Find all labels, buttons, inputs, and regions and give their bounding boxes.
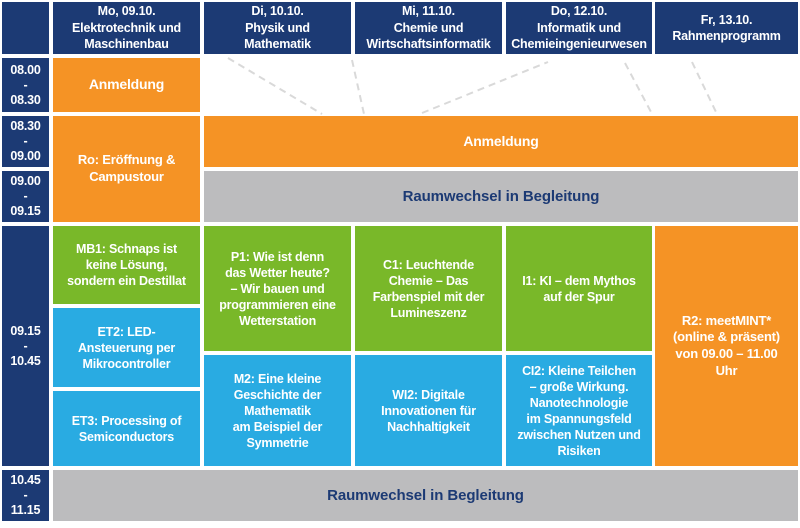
event-anmeldung-week: Anmeldung	[204, 116, 798, 167]
workshop-wi2: WI2: Digitale Innovationen für Nachhalti…	[355, 355, 502, 466]
event-ro-eroeffnung-campustour: Ro: Eröffnung & Campustour	[53, 116, 200, 222]
time-slot-0915-1045: 09.15 - 10.45	[2, 226, 49, 466]
workshop-m2: M2: Eine kleine Geschichte der Mathemati…	[204, 355, 351, 466]
day-header-mi: Mi, 11.10. Chemie und Wirtschaftsinforma…	[355, 2, 502, 54]
event-raumwechsel-early: Raumwechsel in Begleitung	[204, 171, 798, 222]
workshop-c1: C1: Leuchtende Chemie – Das Farbenspiel …	[355, 226, 502, 351]
time-slot-0800-0830: 08.00 - 08.30	[2, 58, 49, 112]
time-slot-0830-0900: 08.30 - 09.00	[2, 116, 49, 167]
workshop-i1: I1: KI – dem Mythos auf der Spur	[506, 226, 652, 351]
workshop-et2: ET2: LED- Ansteuerung per Mikrocontrolle…	[53, 308, 200, 387]
day-header-fr: Fr, 13.10. Rahmenprogramm	[655, 2, 798, 54]
day-header-do: Do, 12.10. Informatik und Chemieingenieu…	[506, 2, 652, 54]
time-slot-0900-0915: 09.00 - 09.15	[2, 171, 49, 222]
day-header-mo: Mo, 09.10. Elektrotechnik und Maschinenb…	[53, 2, 200, 54]
time-slot-1045-1115: 10.45 - 11.15	[2, 470, 49, 521]
workshop-mb1: MB1: Schnaps ist keine Lösung, sondern e…	[53, 226, 200, 304]
event-raumwechsel-late: Raumwechsel in Begleitung	[53, 470, 798, 521]
workshop-p1: P1: Wie ist denn das Wetter heute? – Wir…	[204, 226, 351, 351]
workshop-et3: ET3: Processing of Semiconductors	[53, 391, 200, 466]
event-anmeldung-mo: Anmeldung	[53, 58, 200, 112]
event-r2-meetmint: R2: meetMINT* (online & präsent) von 09.…	[655, 226, 798, 466]
workshop-ci2: CI2: Kleine Teilchen – große Wirkung. Na…	[506, 355, 652, 466]
corner-cell	[2, 2, 49, 54]
day-header-di: Di, 10.10. Physik und Mathematik	[204, 2, 351, 54]
